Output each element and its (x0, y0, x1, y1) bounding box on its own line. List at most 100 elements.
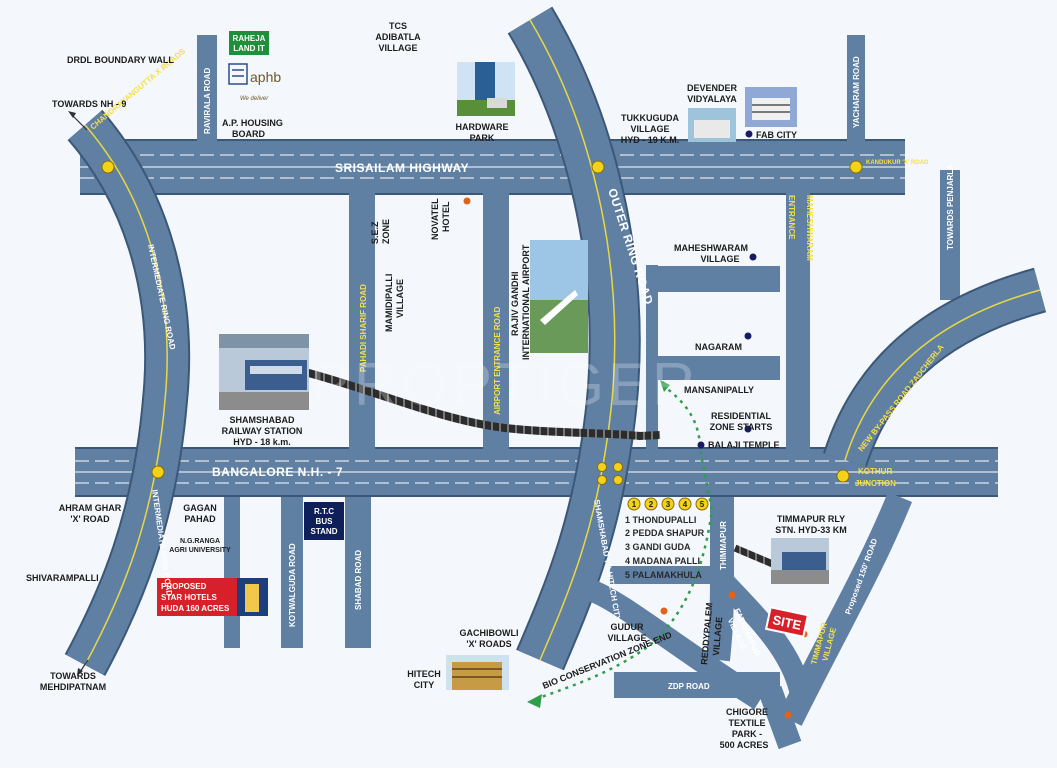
chigore-road (758, 685, 802, 750)
marker-kothur (836, 469, 850, 483)
mv-line1: MAHESHWARAM (674, 243, 748, 253)
res-line2: ZONE STARTS (710, 422, 773, 432)
railway-track-east (733, 544, 777, 569)
novatel-line2: HOTEL (441, 201, 451, 232)
marker-chandrayangutta (101, 160, 115, 174)
raheja-logo: RAHEJA LAND IT (229, 31, 269, 55)
bio-conservation-path (532, 383, 714, 702)
reddy-line2: VILLAGE (711, 616, 724, 656)
marker-orr-nh7-2 (613, 462, 623, 472)
yacharam-label: YACHARAM ROAD (852, 56, 861, 128)
mam-line1: MAMIDIPALLI (384, 274, 394, 332)
thimmapur-road-label: THIMMAPUR (719, 521, 728, 570)
ahram-line2: 'X' ROAD (70, 514, 110, 524)
ravirala-label: RAVIRALA ROAD (203, 68, 212, 134)
raheja-line2: LAND IT (233, 44, 265, 53)
dot-maheshwaram (749, 253, 757, 261)
rtc-line3: STAND (311, 527, 338, 536)
ahram-line1: AHRAM GHAR (59, 503, 122, 513)
kothur-line2: JUNCTION (855, 479, 896, 488)
marker-orr-srisailam (591, 160, 605, 174)
rgia-line2: INTERNATIONAL AIRPORT (521, 244, 531, 360)
rly-line2: STN. HYD-33 KM (775, 525, 847, 535)
kandukur-label: KANDUKUR 'X' ROAD (866, 160, 929, 166)
novatel-label: NOVATELHOTEL (430, 198, 451, 240)
dot-reddypalem (728, 591, 736, 599)
railway-track (303, 368, 661, 441)
tcs-line3: VILLAGE (378, 43, 417, 53)
num-4: 4 (683, 500, 688, 509)
dot-balaji (697, 441, 705, 449)
drdl-label: DRDL BOUNDARY WALL (67, 55, 174, 65)
dot-residential (744, 425, 752, 433)
res-line1: RESIDENTIAL (711, 411, 772, 421)
gagan-line2: PAHAD (184, 514, 216, 524)
bio-path-arrow-icon (527, 694, 542, 708)
airport-image (530, 240, 588, 353)
meh-line1: TOWARDS (50, 671, 96, 681)
village-list: 1 THONDUPALLI 2 PEDDA SHAPUR 3 GANDI GUD… (625, 515, 705, 580)
star-line1: PROPOSED (161, 582, 207, 591)
srisailam-label: SRISAILAM HIGHWAY (335, 161, 469, 175)
mamidipalli-label: MAMIDIPALLIVILLAGE (384, 274, 405, 332)
num-5: 5 (700, 500, 705, 509)
ng-line1: N.G.RANGA (180, 538, 220, 545)
bangalore-label: BANGALORE N.H. - 7 (212, 465, 343, 479)
bio-path-arrow-up-icon (660, 380, 670, 392)
kotwalguda-label: KOTWALGUDA ROAD (288, 543, 297, 627)
gachi-line2: 'X' ROADS (466, 639, 511, 649)
hitech-line2: CITY (414, 680, 435, 690)
chig-line1: CHIGORE (726, 707, 768, 717)
hw-line2: PARK (470, 133, 495, 143)
dev-line2: VIDYALAYA (687, 94, 737, 104)
rly-line1: TIMMAPUR RLY (777, 514, 845, 524)
shabad-label: SHABAD ROAD (354, 550, 363, 610)
intermediate-ring-road (64, 109, 191, 676)
devender-image (688, 108, 736, 142)
rtc-line2: BUS (316, 517, 334, 526)
rgia-label: RAJIV GANDHIINTERNATIONAL AIRPORT (510, 244, 531, 360)
village-2: 2 PEDDA SHAPUR (625, 528, 705, 538)
aphb-tagline: We deliver (240, 96, 269, 102)
village-3: 3 GANDI GUDA (625, 542, 691, 552)
watermark: PROPTIGER (310, 351, 699, 418)
ss-line2: RAILWAY STATION (222, 426, 303, 436)
rtc-line1: R.T.C (314, 507, 334, 516)
chig-line2: TEXTILE (728, 718, 765, 728)
num-2: 2 (649, 500, 654, 509)
star-hotels-image (236, 578, 268, 616)
site-badge: SITE (764, 606, 810, 638)
ahram-label: AHRAM GHAR'X' ROAD (59, 503, 122, 524)
dot-fab-city (745, 130, 753, 138)
village-1: 1 THONDUPALLI (625, 515, 696, 525)
aphb-logo-text: aphb (250, 69, 281, 85)
ap-housing-line2: BOARD (232, 129, 265, 139)
arrow-nh9-icon (71, 114, 88, 131)
ss-line1: SHAMSHABAD (230, 415, 296, 425)
fab-city-image (745, 87, 797, 127)
maheshwaram-road-label: MAHESHWARAM (805, 195, 814, 261)
numbered-markers: 1 2 3 4 5 (627, 497, 709, 511)
airport-road-label: AIRPORT ENTRANCE ROAD (493, 306, 502, 415)
sez-label: S.E.ZZONE (370, 219, 391, 244)
pahadi-label: PAHADI SHARIF ROAD (359, 284, 368, 372)
marker-irr-nh7 (151, 465, 165, 479)
junction-markers (101, 160, 863, 485)
sez-line1: S.E.Z (370, 221, 380, 244)
tukk-line2: VILLAGE (630, 124, 669, 134)
ss-line3: HYD - 18 k.m. (233, 437, 291, 447)
chig-line3: PARK - (732, 729, 762, 739)
sez-line2: ZONE (381, 219, 391, 244)
zdp-label: ZDP ROAD (668, 682, 710, 691)
